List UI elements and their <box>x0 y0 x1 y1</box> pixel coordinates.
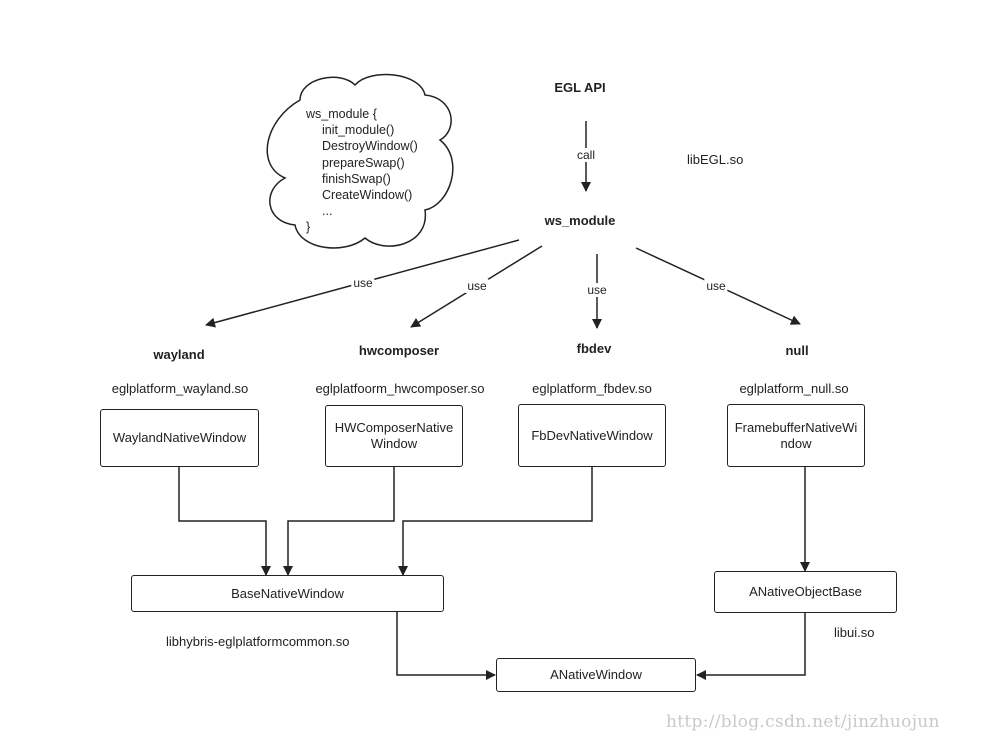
edge-fbdev-base <box>398 466 593 576</box>
box-anative-object-base: ANativeObjectBase <box>714 571 897 613</box>
node-egl-api: EGL API <box>554 80 606 95</box>
ws-module-interface-note: ws_module { init_module() DestroyWindow(… <box>306 106 418 236</box>
node-wayland: wayland <box>153 347 205 362</box>
box-fbdev-native-window: FbDevNativeWindow <box>518 404 666 467</box>
node-ws-module: ws_module <box>544 213 616 228</box>
lib-null-label: eglplatform_null.so <box>739 381 849 396</box>
edge-wayland-base <box>178 466 271 576</box>
box-anative-window: ANativeWindow <box>496 658 696 692</box>
edge-label-use-null: use <box>704 279 728 293</box>
edge-base-anativewindow <box>396 611 496 680</box>
node-hwcomposer: hwcomposer <box>358 343 440 358</box>
lib-egl-label: libEGL.so <box>687 152 744 167</box>
lib-hwcomposer-label: eglplatfoorm_hwcomposer.so <box>315 381 485 396</box>
box-wayland-native-window: WaylandNativeWindow <box>100 409 259 467</box>
box-hwcomposer-native-window: HWComposerNativeWindow <box>325 405 463 467</box>
lib-wayland-label: eglplatform_wayland.so <box>111 381 249 396</box>
cloud-line: prepareSwap() <box>322 155 405 170</box>
lib-common-label: libhybris-eglplatformcommon.so <box>166 634 350 649</box>
box-base-native-window: BaseNativeWindow <box>131 575 444 612</box>
lib-ui-label: libui.so <box>834 625 875 640</box>
cloud-line: init_module() <box>322 123 395 138</box>
lib-fbdev-label: eglplatform_fbdev.so <box>532 381 652 396</box>
watermark: http://blog.csdn.net/jinzhuojun <box>666 712 940 732</box>
cloud-shape <box>266 73 454 249</box>
cloud-line: CreateWindow() <box>322 188 413 203</box>
edge-label-use-hwcomposer: use <box>465 279 489 293</box>
edge-label-use-wayland: use <box>351 276 375 290</box>
node-fbdev: fbdev <box>576 341 612 356</box>
cloud-line: ... <box>322 204 333 219</box>
cloud-line: ws_module { <box>306 107 377 121</box>
cloud-line: } <box>306 220 311 235</box>
box-framebuffer-native-window-label: FramebufferNativeWindow <box>734 419 858 451</box>
edge-label-use-fbdev: use <box>585 283 609 297</box>
edge-hwcomposer-base <box>283 466 395 576</box>
cloud-line: DestroyWindow() <box>322 139 418 154</box>
edge-objectbase-anativewindow <box>696 612 806 680</box>
box-hwcomposer-native-window-label: HWComposerNativeWindow <box>334 420 454 451</box>
node-null: null <box>785 343 809 358</box>
edge-label-call: call <box>574 148 598 162</box>
cloud-line: finishSwap() <box>322 171 391 186</box>
box-framebuffer-native-window: FramebufferNativeWindow <box>727 404 865 467</box>
